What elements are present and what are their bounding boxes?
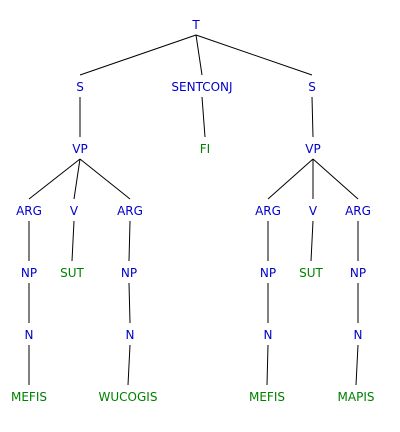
edge-r-0-0-to-r-0-0-0 xyxy=(28,158,81,200)
node-s-r-0: S xyxy=(76,80,84,94)
node-np-r-0-0-0-0: NP xyxy=(21,266,37,280)
node-sut-r-0-0-1-0: SUT xyxy=(60,266,84,280)
edge-r-0-0-2-0-0-to-r-0-0-2-0-0-0 xyxy=(127,344,131,386)
node-arg-r-0-0-0: ARG xyxy=(16,204,42,218)
node-sut-r-2-0-1-0: SUT xyxy=(299,266,323,280)
node-t-r: T xyxy=(191,18,200,32)
node-mefis-r-2-0-0-0-0-0: MEFIS xyxy=(249,390,285,404)
edge-r-2-0-to-r-2-0-0 xyxy=(267,158,314,200)
edge-r-0-0-1-to-r-0-0-1-0 xyxy=(71,220,75,262)
node-n-r-0-0-2-0-0: N xyxy=(126,328,135,342)
node-fi-r-1-0: FI xyxy=(200,142,210,156)
edge-r-2-0-to-r-2-0-2 xyxy=(312,158,359,200)
edge-r-0-0-to-r-0-0-2 xyxy=(79,158,131,200)
edge-r-2-to-r-2-0 xyxy=(311,96,314,138)
node-np-r-2-0-2-0: NP xyxy=(350,266,366,280)
edge-r-2-0-2-0-0-to-r-2-0-2-0-0-0 xyxy=(355,344,359,386)
node-n-r-2-0-0-0-0: N xyxy=(264,328,273,342)
tree-labels: T S VP ARG NP N MEFIS V SUT ARG NP N WUCOGIS SENTCONJ… xyxy=(11,18,374,404)
node-np-r-0-0-2-0: NP xyxy=(121,266,137,280)
node-wucogis-r-0-0-2-0-0-0: WUCOGIS xyxy=(99,390,158,404)
edge-r-1-to-r-1-0 xyxy=(201,96,206,138)
edge-r-to-r-1 xyxy=(195,34,203,76)
node-arg-r-0-0-2: ARG xyxy=(117,204,143,218)
node-v-r-2-0-1: V xyxy=(309,204,318,218)
node-mefis-r-0-0-0-0-0-0: MEFIS xyxy=(11,390,47,404)
node-s-r-2: S xyxy=(308,80,316,94)
node-vp-r-0-0: VP xyxy=(72,142,87,156)
node-mapis-r-2-0-2-0-0-0: MAPIS xyxy=(338,390,375,404)
node-n-r-0-0-0-0-0: N xyxy=(25,328,34,342)
node-n-r-2-0-2-0-0: N xyxy=(354,328,363,342)
node-arg-r-2-0-2: ARG xyxy=(345,204,371,218)
edge-r-2-0-0-0-0-to-r-2-0-0-0-0-0 xyxy=(266,344,269,386)
edge-r-to-r-2 xyxy=(195,34,313,76)
node-arg-r-2-0-0: ARG xyxy=(255,204,281,218)
node-np-r-2-0-0-0: NP xyxy=(260,266,276,280)
edge-r-0-0-to-r-0-0-1 xyxy=(73,158,81,200)
edge-r-0-0-2-0-to-r-0-0-2-0-0 xyxy=(128,282,131,324)
tree-edges xyxy=(28,34,359,386)
edge-r-2-0-1-to-r-2-0-1-0 xyxy=(310,220,314,262)
node-v-r-0-0-1: V xyxy=(70,204,79,218)
node-vp-r-2-0: VP xyxy=(305,142,320,156)
node-sentconj-r-1: SENTCONJ xyxy=(171,80,232,94)
edge-r-to-r-0 xyxy=(79,34,197,76)
edge-r-0-0-2-to-r-0-0-2-0 xyxy=(128,220,131,262)
